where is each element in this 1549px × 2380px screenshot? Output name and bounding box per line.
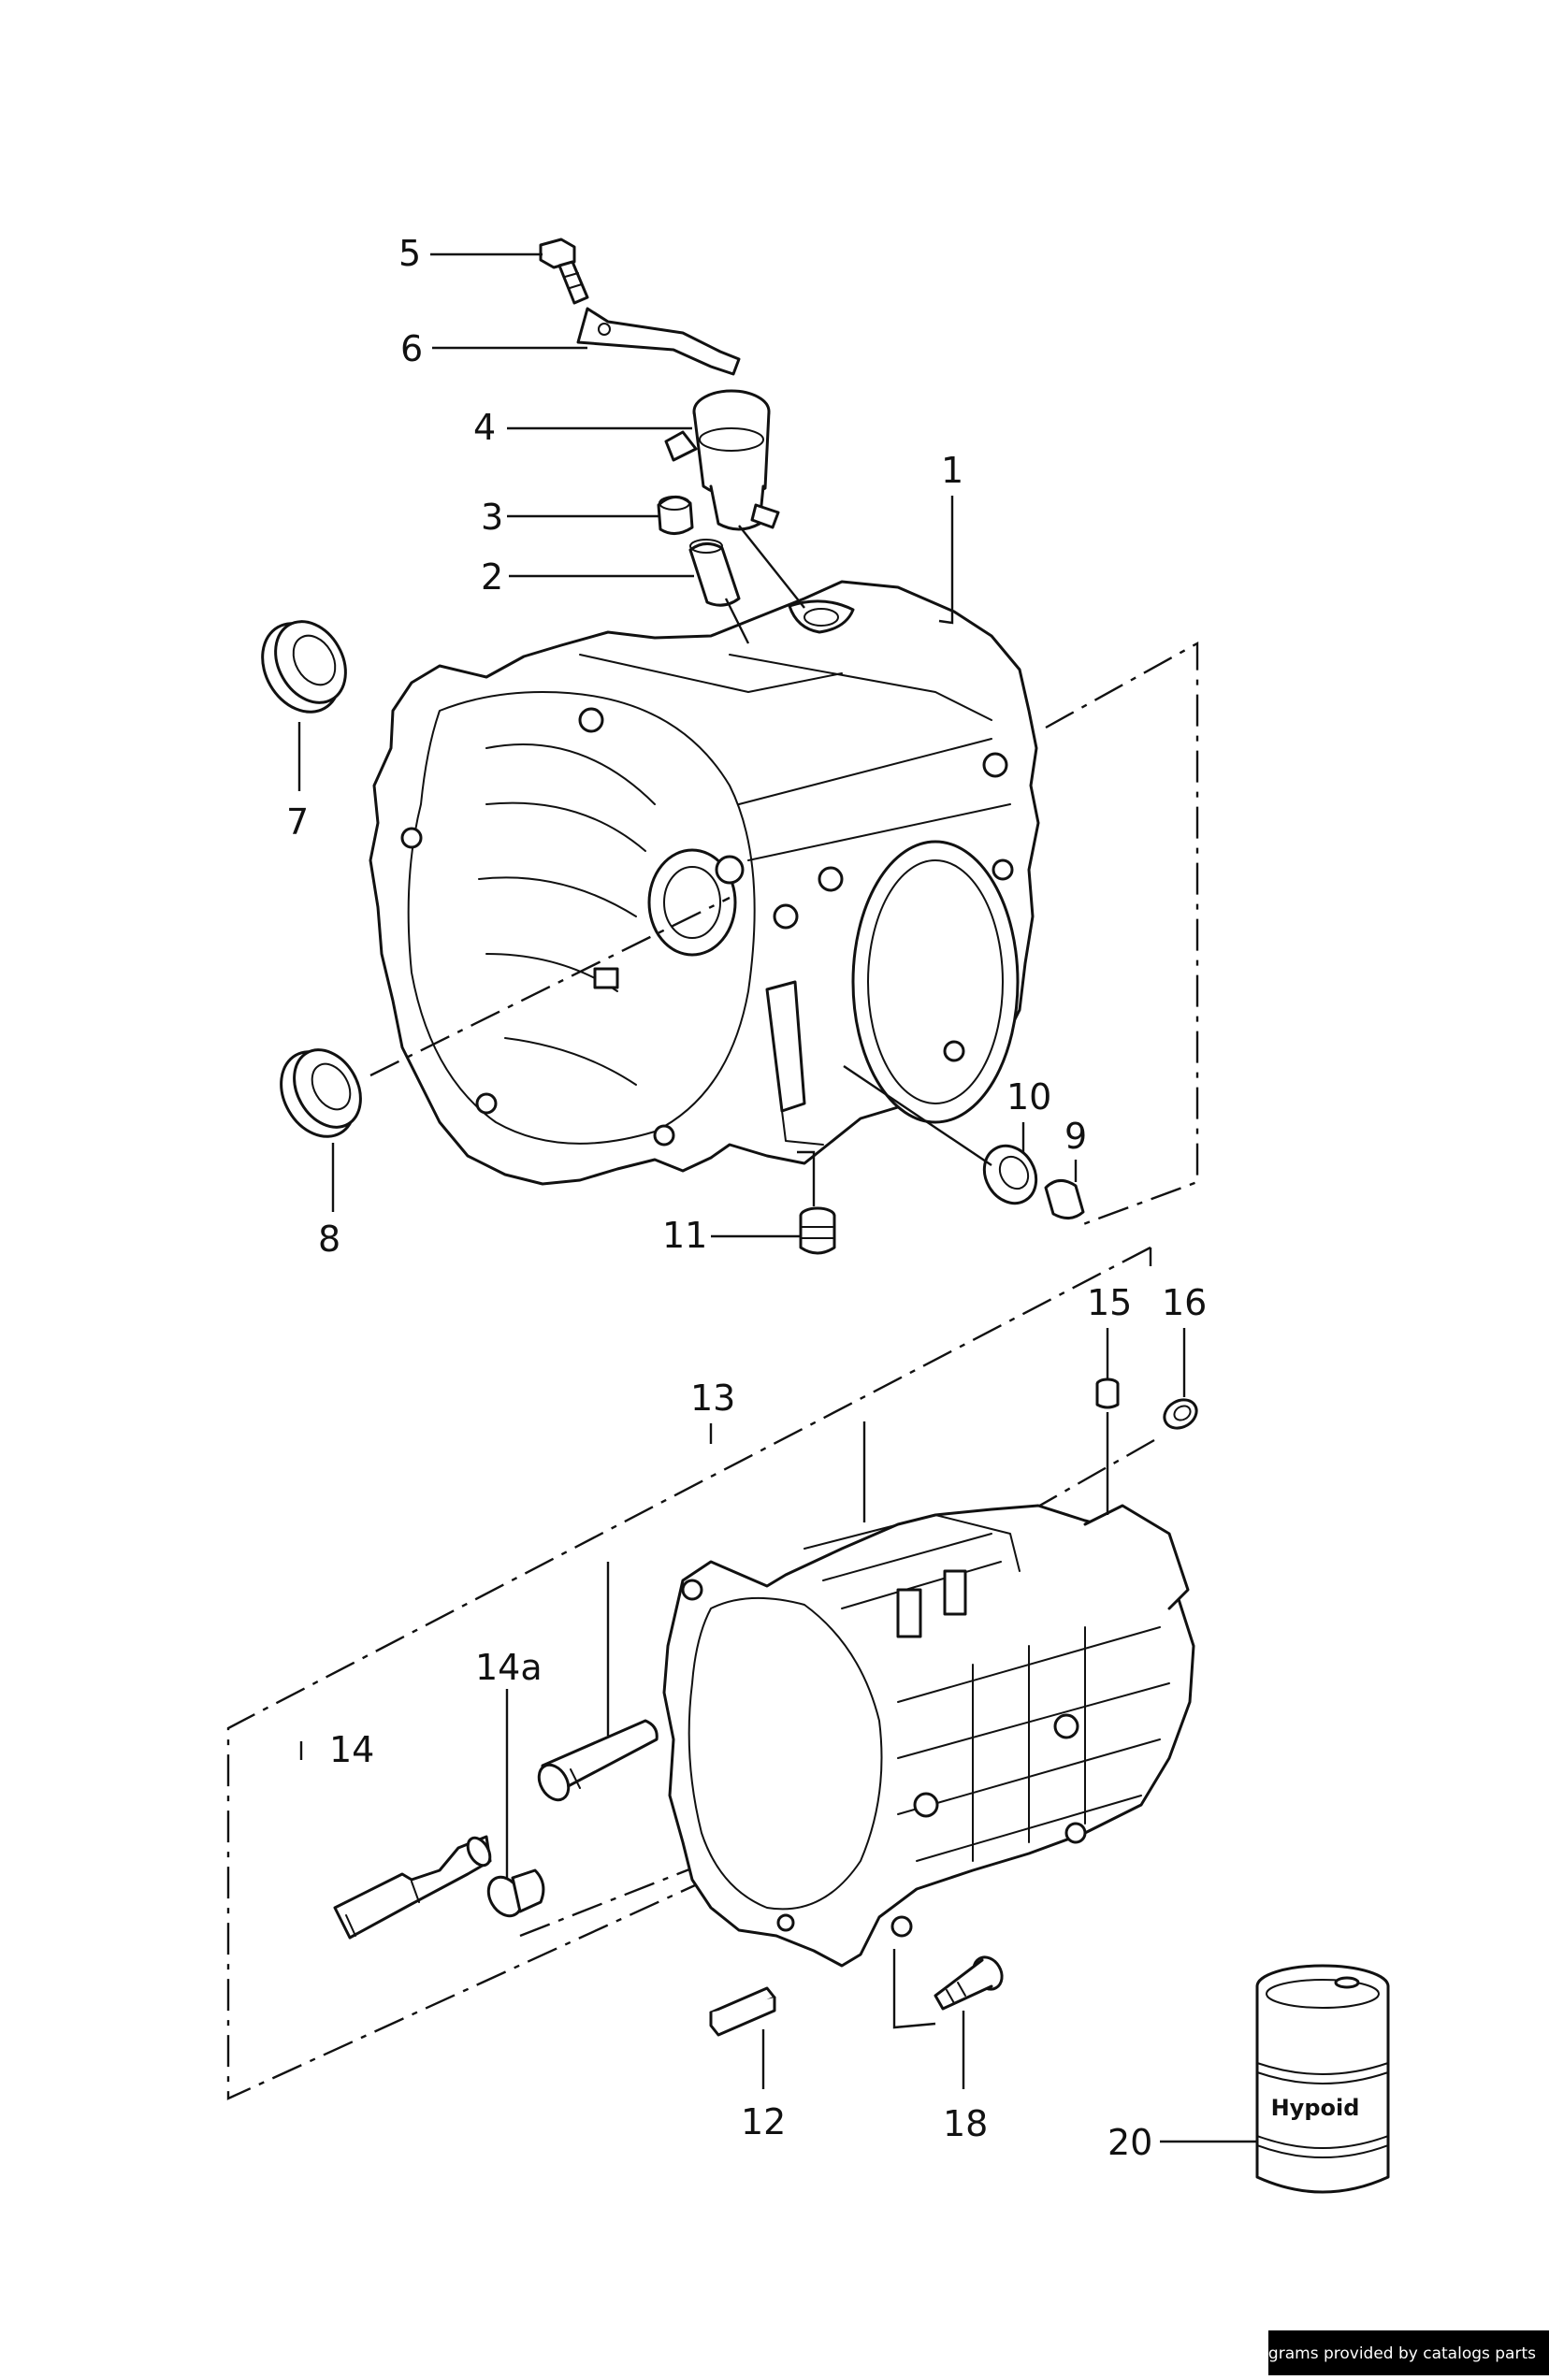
part-18-screw[interactable] bbox=[934, 1952, 1007, 2011]
callout-14: 14 bbox=[329, 1729, 374, 1770]
phantom-line-12-18 bbox=[519, 1859, 712, 1938]
leader-10-link bbox=[843, 1065, 992, 1166]
footer-credit-bar bbox=[1268, 2330, 1549, 2375]
callout-2: 2 bbox=[481, 556, 503, 598]
part-2-sleeve[interactable] bbox=[688, 539, 741, 607]
part-14-shift-rod[interactable] bbox=[533, 1719, 659, 1805]
footer-credit-text: Diagrams provided by catalogs parts bbox=[1241, 2344, 1536, 2363]
callout-13: 13 bbox=[690, 1378, 735, 1419]
part-14a-bushing[interactable] bbox=[482, 1868, 545, 1922]
leader-18-bracket bbox=[892, 1949, 936, 2029]
callout-9: 9 bbox=[1064, 1116, 1087, 1157]
callout-8: 8 bbox=[318, 1219, 340, 1260]
callout-16: 16 bbox=[1162, 1282, 1207, 1323]
leader-4-to-1 bbox=[738, 525, 805, 609]
part-4-sensor[interactable] bbox=[664, 389, 780, 531]
part-14-shift-fork[interactable] bbox=[333, 1834, 495, 1940]
callout-3: 3 bbox=[481, 497, 503, 538]
callout-10: 10 bbox=[1006, 1076, 1051, 1118]
part-20-oil-can[interactable]: Hypoid bbox=[1255, 1964, 1390, 2194]
part-12-key[interactable] bbox=[709, 1986, 776, 2037]
callout-18: 18 bbox=[943, 2103, 988, 2144]
part-1-transmission-housing[interactable] bbox=[369, 580, 1040, 1186]
callout-11: 11 bbox=[662, 1215, 707, 1256]
part-10-seal[interactable] bbox=[974, 1136, 1046, 1212]
callout-15: 15 bbox=[1087, 1282, 1132, 1323]
leader-2-to-1 bbox=[724, 598, 750, 644]
oil-can-label: Hypoid bbox=[1271, 2095, 1360, 2121]
callout-4: 4 bbox=[473, 407, 496, 448]
callout-1: 1 bbox=[941, 450, 963, 491]
part-9-plug[interactable] bbox=[1044, 1179, 1085, 1219]
part-13-gearbox-housing[interactable] bbox=[662, 1504, 1195, 1968]
phantom-line-lower-frame bbox=[226, 1246, 1151, 2100]
phantom-line-axis-7-8 bbox=[369, 896, 731, 1077]
callout-12: 12 bbox=[741, 2101, 786, 2142]
part-6-bracket[interactable] bbox=[576, 307, 741, 376]
part-3-cap[interactable] bbox=[657, 496, 694, 535]
callout-14a: 14a bbox=[475, 1647, 543, 1688]
part-5-bolt[interactable] bbox=[539, 238, 589, 305]
leader-11-bracket bbox=[797, 1150, 816, 1206]
callout-7: 7 bbox=[286, 801, 309, 843]
leader-1 bbox=[938, 496, 954, 625]
callout-6: 6 bbox=[400, 328, 423, 369]
part-8-seal[interactable] bbox=[267, 1038, 374, 1150]
part-16-ring[interactable] bbox=[1159, 1394, 1201, 1434]
part-11-threaded-sleeve[interactable] bbox=[799, 1206, 836, 1255]
part-15-pin[interactable] bbox=[1095, 1378, 1120, 1409]
part-7-seal[interactable] bbox=[247, 609, 359, 726]
phantom-line-upper-frame bbox=[1045, 641, 1199, 1229]
callout-20: 20 bbox=[1107, 2122, 1152, 2163]
callout-5: 5 bbox=[398, 233, 421, 274]
